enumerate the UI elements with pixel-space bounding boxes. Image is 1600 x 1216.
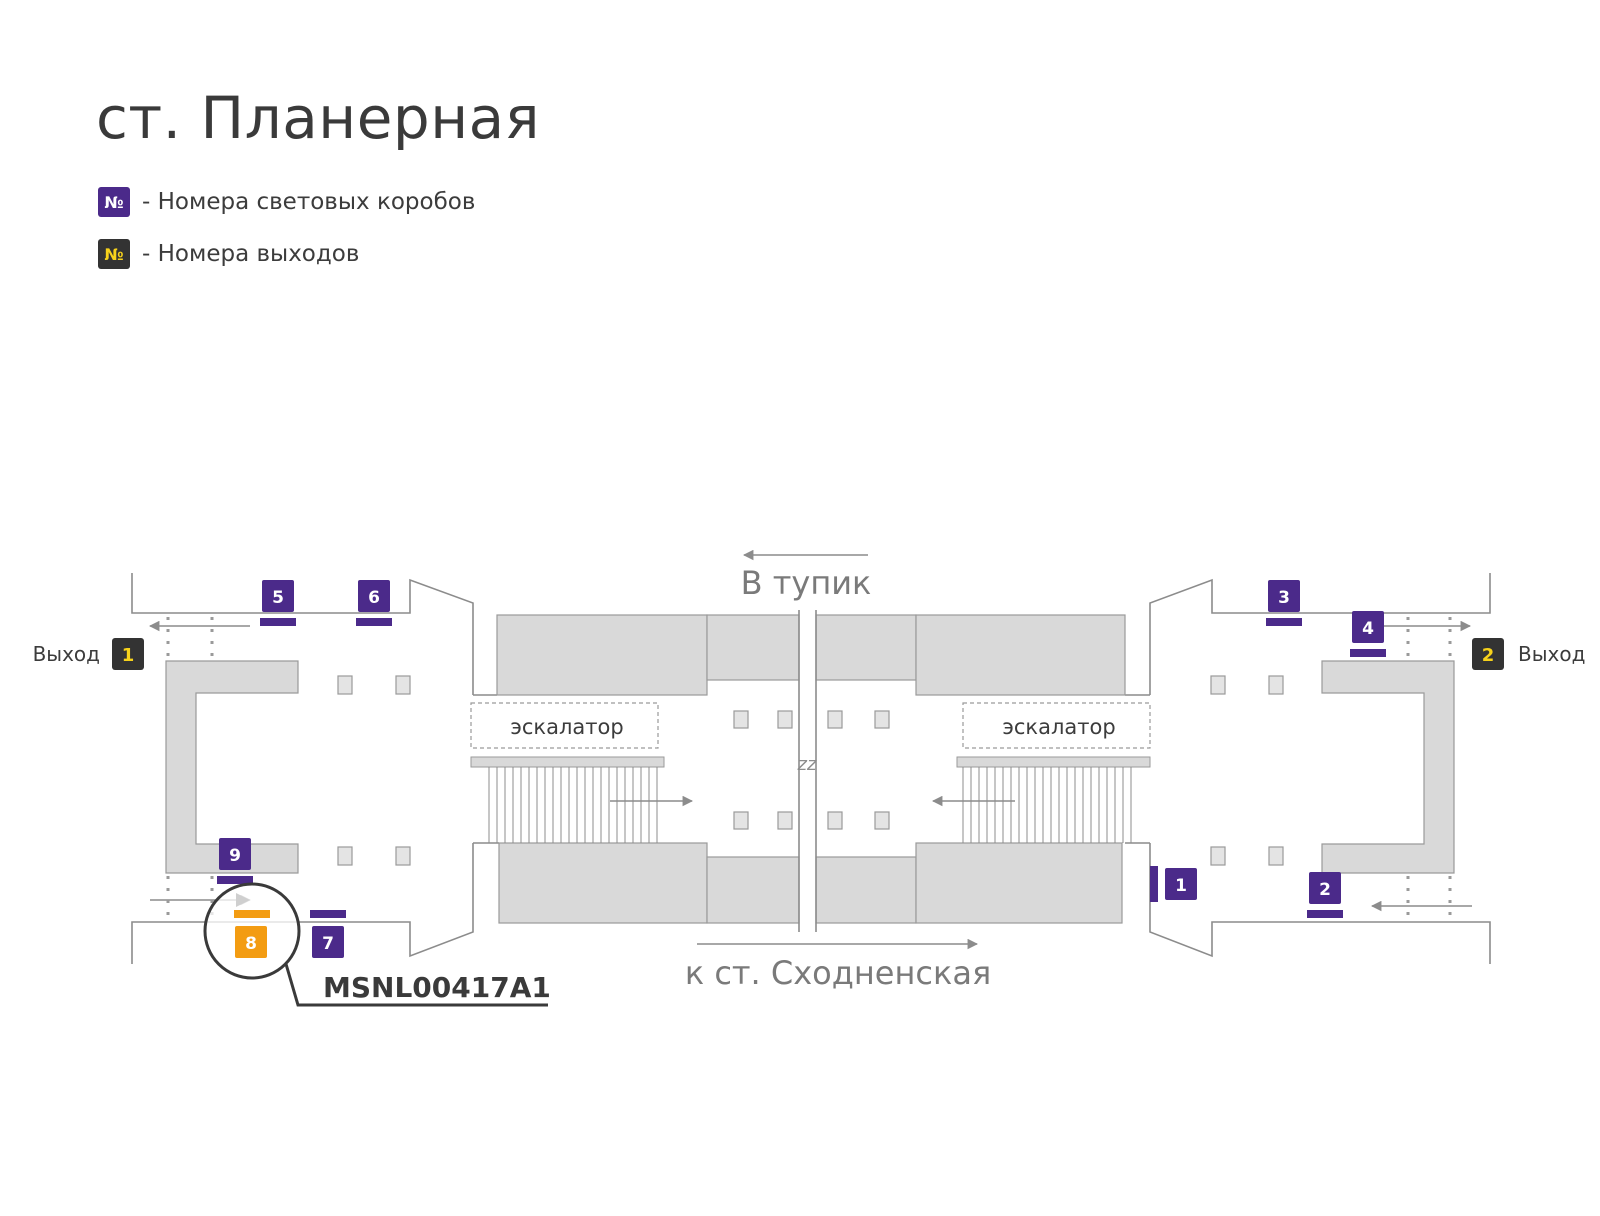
lightbox-legend-icon: № — [98, 187, 130, 217]
lightboxes: 5 6 3 4 9 7 1 2 — [217, 580, 1386, 958]
lightbox-5-badge — [262, 580, 294, 612]
columns — [337, 675, 1284, 866]
direction-bottom-label: к ст. Сходненская — [685, 954, 991, 992]
legend-exit: № - Номера выходов — [98, 238, 359, 270]
lightbox-3-badge — [1268, 580, 1300, 612]
lightbox-2-badge — [1309, 872, 1341, 904]
lightbox-5-marker — [260, 618, 296, 626]
hall-outline — [473, 694, 1150, 844]
lightbox-5-number: 5 — [272, 588, 284, 608]
lightbox-6-badge — [358, 580, 390, 612]
escalator-right-label: эскалатор — [1002, 715, 1115, 739]
exit-2-number: 2 — [1482, 645, 1495, 666]
direction-top-label: В тупик — [741, 564, 872, 602]
lightbox-7-marker — [310, 910, 346, 918]
exit-1-number: 1 — [122, 645, 135, 666]
lightbox-7-badge — [312, 926, 344, 958]
lightbox-1-number: 1 — [1175, 876, 1187, 896]
lightbox-4-marker — [1350, 649, 1386, 657]
escalator-left-label: эскалатор — [510, 715, 623, 739]
lightbox-9-number: 9 — [229, 846, 241, 866]
lightbox-3-number: 3 — [1278, 588, 1290, 608]
right-u-block — [1321, 660, 1455, 874]
highlight-leader-line — [284, 963, 548, 1007]
lightbox-9-badge — [219, 838, 251, 870]
escalator-left: эскалатор — [470, 702, 665, 843]
right-vestibule — [1149, 573, 1491, 964]
track-break-label: zz — [797, 754, 817, 775]
track-divider — [798, 610, 817, 932]
hall-blocks — [496, 614, 1126, 924]
lightbox-legend-label: - Номера световых коробов — [142, 189, 476, 215]
highlight-code-label: MSNL00417A1 — [323, 971, 551, 1004]
exit-2-word: Выход — [1518, 642, 1585, 666]
lightbox-7-number: 7 — [322, 934, 334, 954]
lightbox-2-number: 2 — [1319, 880, 1331, 900]
lightbox-8-badge — [235, 926, 267, 958]
lightbox-4-badge — [1352, 611, 1384, 643]
left-u-block — [165, 660, 299, 874]
station-title: ст. Планерная — [96, 84, 541, 152]
exit-legend-label: - Номера выходов — [142, 241, 360, 267]
exit-1-badge — [112, 638, 144, 670]
exit-2-badge — [1472, 638, 1504, 670]
lightbox-8-number: 8 — [245, 934, 257, 954]
lightbox-6-marker — [356, 618, 392, 626]
legend-lightbox: № - Номера световых коробов — [98, 186, 475, 218]
lightbox-4-number: 4 — [1362, 619, 1374, 639]
lightbox-9-marker — [217, 876, 253, 884]
highlight-lightbox-8: 8 MSNL00417A1 — [203, 882, 551, 1007]
lightbox-1-badge — [1165, 868, 1197, 900]
left-vestibule — [131, 573, 474, 964]
escalator-right: эскалатор — [956, 702, 1151, 843]
lightbox-6-number: 6 — [368, 588, 380, 608]
exit-legend-icon: № — [98, 239, 130, 269]
lightbox-2-marker — [1307, 910, 1343, 918]
exit-1-word: Выход — [33, 642, 100, 666]
lightbox-8-marker — [234, 910, 270, 918]
lightbox-1-marker — [1150, 866, 1158, 902]
lightbox-3-marker — [1266, 618, 1302, 626]
